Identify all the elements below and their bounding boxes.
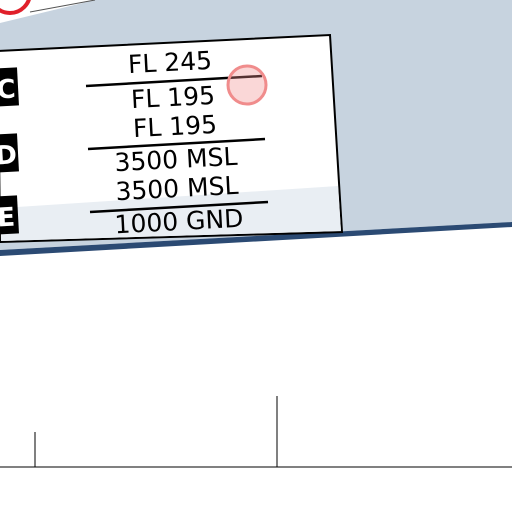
row-c-lower-altitude: FL 195 <box>130 81 215 114</box>
table-shade <box>1 186 341 241</box>
class-badge-c-label: C <box>0 75 16 106</box>
class-badge-d-label: D <box>0 140 18 171</box>
class-badge-e <box>0 195 19 235</box>
row-d-lower-altitude: 3500 MSL <box>114 142 238 177</box>
class-badge-e-label: E <box>0 203 16 234</box>
red-circle-marker[interactable] <box>0 0 31 15</box>
band-bottom-edge <box>0 222 512 256</box>
top-sheet-edge <box>29 0 96 13</box>
row-c-divider <box>85 74 263 88</box>
row-e-lower-altitude: 1000 GND <box>114 204 244 240</box>
class-badge-c <box>0 67 19 107</box>
row-d-divider <box>87 137 266 151</box>
airspace-table-panel <box>0 33 344 244</box>
row-e-upper-altitude: 3500 MSL <box>115 171 239 206</box>
pink-touch-marker[interactable] <box>226 64 268 106</box>
class-badge-d <box>0 133 19 173</box>
row-c-upper-altitude: FL 245 <box>127 46 212 79</box>
row-d-upper-altitude: FL 195 <box>132 110 217 143</box>
row-e-divider <box>89 200 269 214</box>
